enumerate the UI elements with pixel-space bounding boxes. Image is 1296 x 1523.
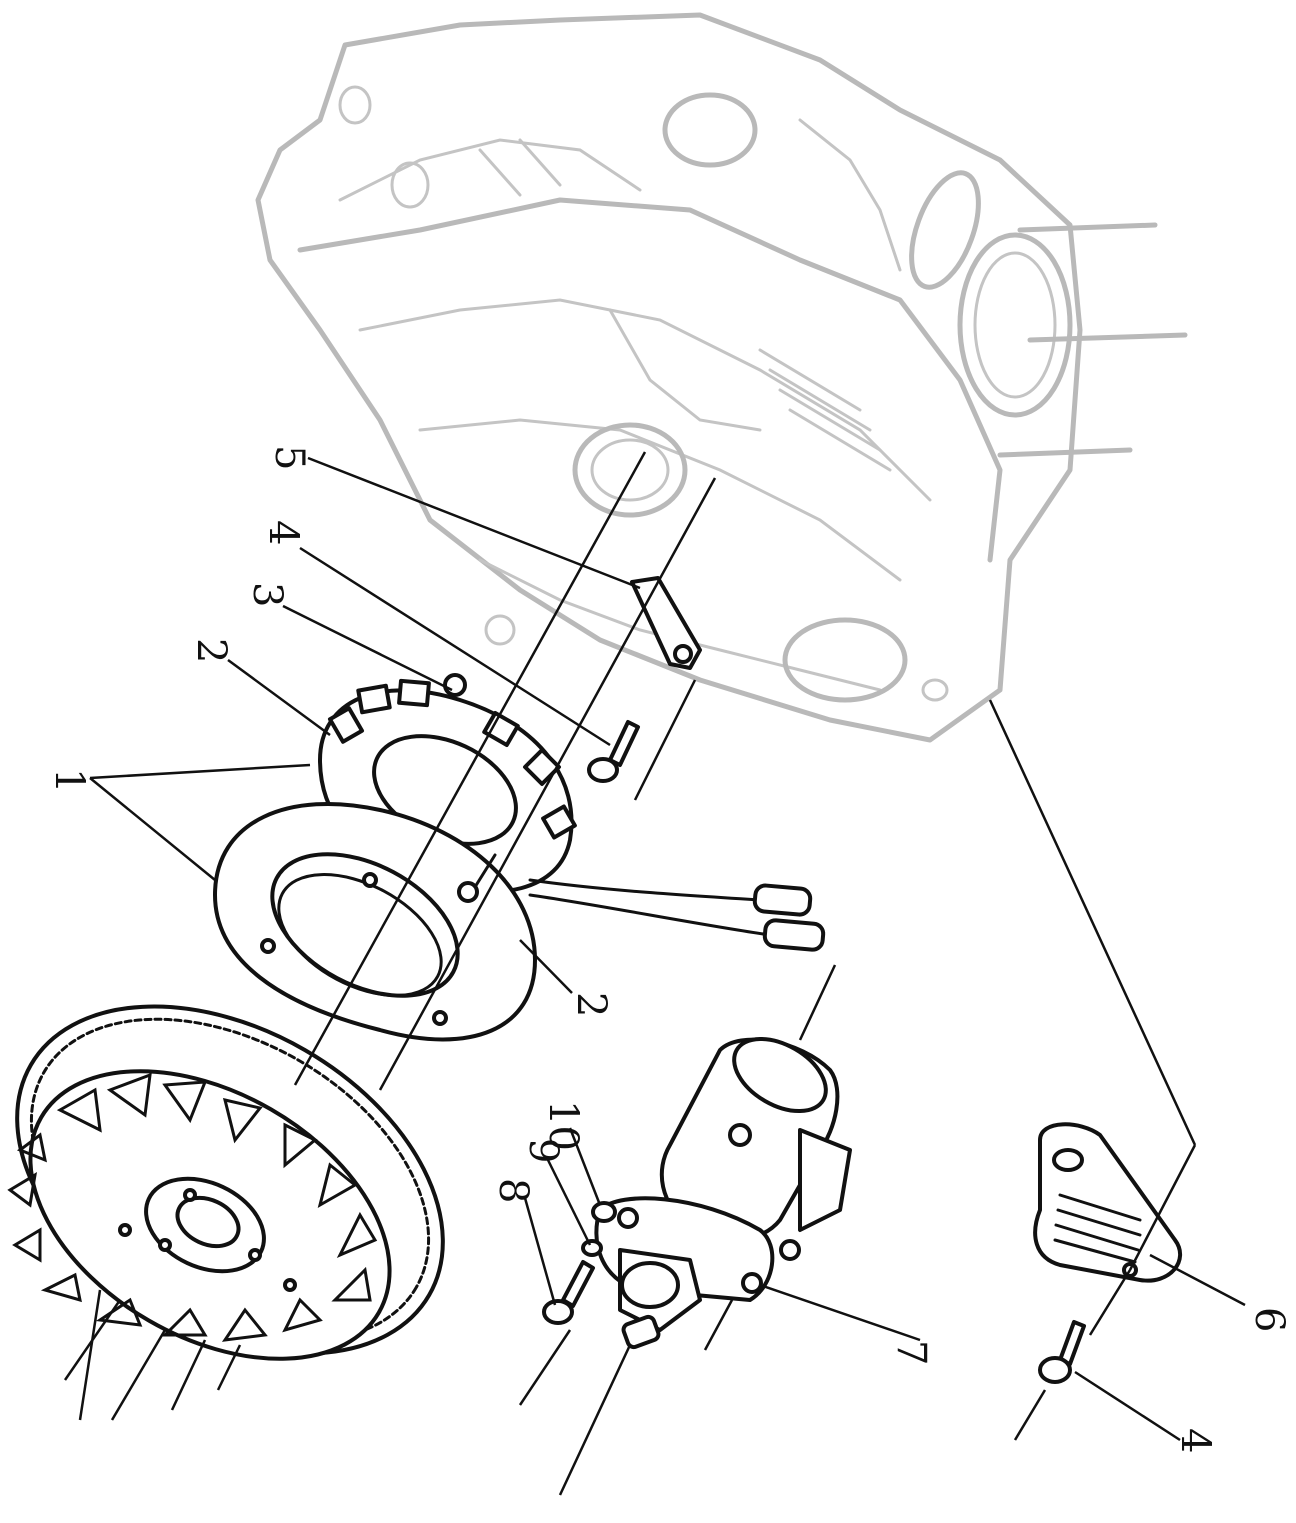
callout-3: 3 [244, 582, 290, 607]
callout-leaders [89, 456, 1246, 1442]
callout-4-lower: 4 [1172, 1428, 1218, 1453]
stator-assembly [213, 673, 826, 1042]
part-4-screw-lower [1038, 1320, 1086, 1384]
callout-2-upper: 2 [188, 638, 234, 663]
starter-motor [594, 1036, 852, 1350]
callout-4-upper: 4 [260, 520, 306, 545]
callout-10: 10 [540, 1100, 586, 1151]
part-4-screw-upper [587, 720, 640, 783]
callout-7: 7 [888, 1340, 934, 1365]
part-6-cover [1033, 1122, 1182, 1283]
flywheel-ring-gear [7, 1004, 445, 1361]
engine-crankcase-housing [255, 12, 1188, 743]
assembly-center-lines [63, 451, 1197, 1496]
starter-bolt-washer [542, 1201, 617, 1325]
callout-1: 1 [46, 768, 92, 793]
callout-5: 5 [266, 445, 312, 470]
callout-labels: 5 4 3 2 1 2 10 9 8 6 7 4 [46, 445, 1292, 1453]
callout-8: 8 [490, 1178, 536, 1203]
callout-6: 6 [1246, 1307, 1292, 1332]
callout-2-lower: 2 [568, 992, 614, 1017]
callout-9: 9 [520, 1138, 566, 1163]
